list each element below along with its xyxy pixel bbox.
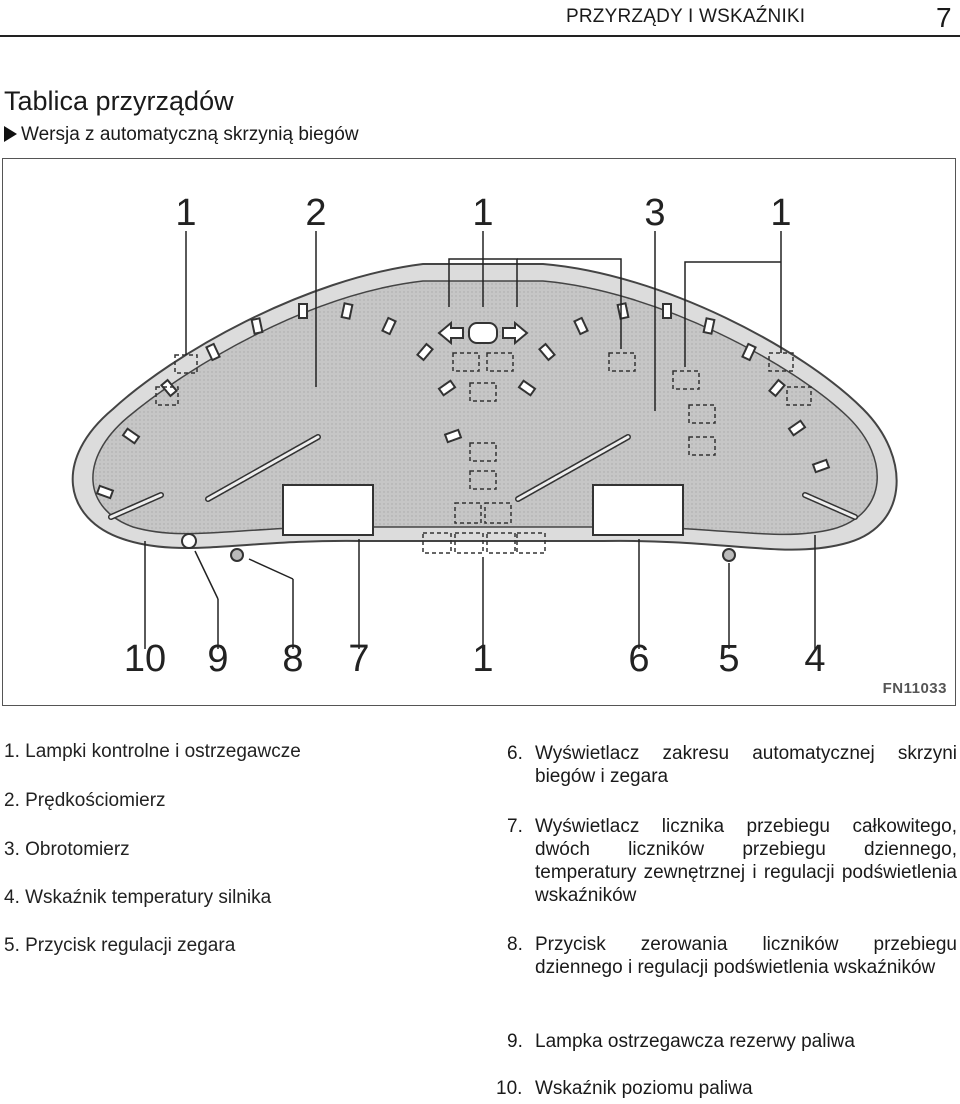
turn-signal-indicators <box>437 320 529 346</box>
speedometer-scale <box>95 302 463 500</box>
temperature-gauge-needle-core <box>803 493 857 519</box>
legend-item-1: 1. Lampki kontrolne i ostrzegawcze <box>4 741 301 762</box>
legend-item-8: 8. Przycisk zerowania liczników przebieg… <box>507 933 957 979</box>
callout-top-2: 2 <box>305 192 326 234</box>
callout-bottom-8: 4 <box>804 638 825 680</box>
legend-item-10: 10. Wskaźnik poziomu paliwa <box>496 1077 946 1100</box>
header-title: PRZYRZĄDY I WSKAŹNIKI <box>566 6 806 27</box>
legend-item-6-number: 6. <box>507 743 523 764</box>
legend-item-9: 9. Lampka ostrzegawcza rezerwy paliwa <box>507 1030 957 1053</box>
left-turn-arrow-icon <box>437 320 464 346</box>
callout-bottom-7: 5 <box>718 638 739 680</box>
legend-item-9-text: Lampka ostrzegawcza rezerwy paliwa <box>535 1031 855 1052</box>
subsection-text: Wersja z automatyczną skrzynią biegów <box>21 124 359 145</box>
callout-bottom-5: 1 <box>472 638 493 680</box>
callout-bottom-4: 7 <box>348 638 369 680</box>
legend-item-6-text: Wyświetlacz zakresu automatycznej skrzyn… <box>535 743 957 787</box>
legend-item-10-number: 10. <box>496 1078 523 1099</box>
callout-top-1: 1 <box>175 192 196 234</box>
callout-top-4: 3 <box>644 192 665 234</box>
legend-item-10-text: Wskaźnik poziomu paliwa <box>535 1078 753 1099</box>
header-rule <box>0 35 960 37</box>
fuel-reserve-lamp <box>181 533 197 549</box>
tachometer-needle-core <box>516 435 630 501</box>
page-number: 7 <box>936 2 952 33</box>
legend-item-7-text: Wyświetlacz licznika przebiegu całkowite… <box>535 816 957 906</box>
callout-bottom-6: 6 <box>628 638 649 680</box>
right-turn-arrow-icon <box>502 320 529 346</box>
callout-bottom-1: 10 <box>124 638 166 680</box>
callout-bottom-3: 8 <box>282 638 303 680</box>
legend-item-6: 6. Wyświetlacz zakresu automatycznej skr… <box>507 742 957 788</box>
callout-top-5: 1 <box>770 192 791 234</box>
fuel-gauge-needle-core <box>109 493 163 519</box>
callout-leader-lines <box>144 231 816 649</box>
clock-adjust-button <box>722 548 736 562</box>
callout-bottom-2: 9 <box>207 638 228 680</box>
speedometer-needle-core <box>206 435 320 501</box>
legend-item-8-number: 8. <box>507 934 523 955</box>
callout-top-3: 1 <box>472 192 493 234</box>
legend-item-7: 7. Wyświetlacz licznika przebiegu całkow… <box>507 815 957 907</box>
legend-item-4: 4. Wskaźnik temperatury silnika <box>4 887 272 908</box>
legend-item-5: 5. Przycisk regulacji zegara <box>4 935 236 956</box>
section-title: Tablica przyrządów <box>4 86 234 116</box>
gear-clock-display <box>592 484 684 536</box>
legend-item-9-number: 9. <box>507 1031 523 1052</box>
odometer-display <box>282 484 374 536</box>
triangle-bullet-icon <box>4 126 17 142</box>
trip-reset-button <box>230 548 244 562</box>
legend-item-3: 3. Obrotomierz <box>4 839 130 860</box>
instrument-panel-drawing: 1 2 1 3 1 10 9 8 7 1 6 5 4 <box>71 192 898 680</box>
subsection-title: Wersja z automatyczną skrzynią biegów <box>4 124 359 146</box>
instrument-panel-figure: 1 2 1 3 1 10 9 8 7 1 6 5 4 FN11033 <box>2 158 956 706</box>
tachometer-scale <box>517 302 831 474</box>
legend-item-8-text: Przycisk zerowania liczników przebiegu d… <box>535 934 957 978</box>
high-beam-lamp-icon <box>468 322 498 344</box>
legend-item-2: 2. Prędkościomierz <box>4 790 166 811</box>
legend-item-7-number: 7. <box>507 816 523 837</box>
cluster-face <box>92 280 878 536</box>
warning-lamps <box>155 352 812 554</box>
figure-code: FN11033 <box>882 680 947 697</box>
